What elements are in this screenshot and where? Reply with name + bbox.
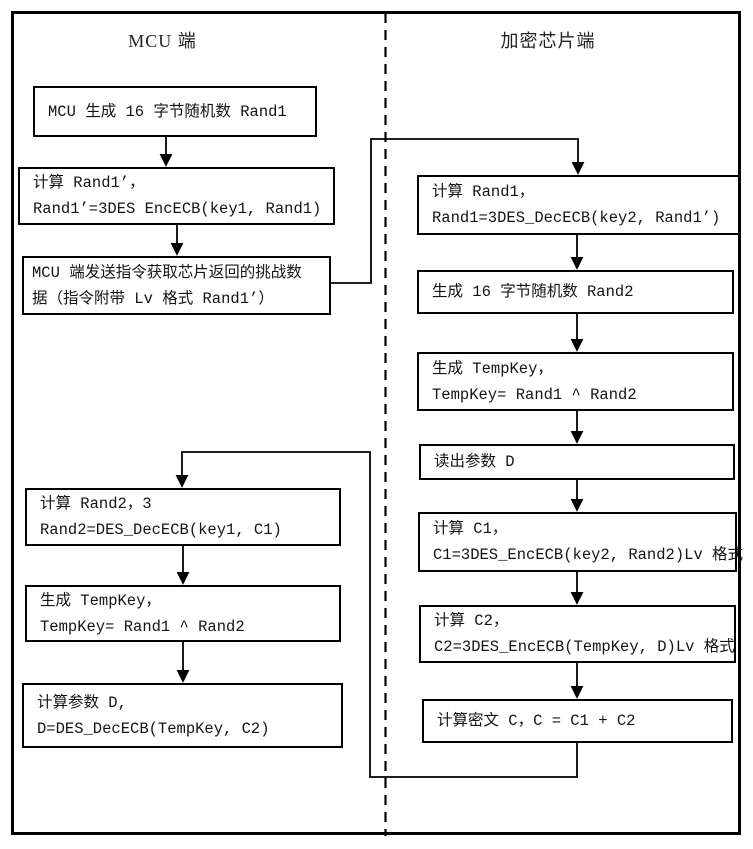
- box-text-line: 计算 Rand2，3: [40, 495, 152, 513]
- flow-box-chip-read-param-d: 读出参数 D: [419, 444, 735, 480]
- flow-box-mcu-generate-tempkey: 生成 TempKey， TempKey= Rand1 ^ Rand2: [25, 585, 341, 642]
- box-text-line: C1=3DES_EncECB(key2, Rand2)Lv 格式: [433, 546, 744, 564]
- box-text-line: 生成 TempKey，: [432, 359, 553, 378]
- box-text-line: Rand2=DES_DecECB(key1, C1): [40, 521, 282, 539]
- box-text-line: Rand1’=3DES EncECB(key1, Rand1): [33, 200, 322, 218]
- flow-box-chip-compute-c2: 计算 C2， C2=3DES_EncECB(TempKey, D)Lv 格式: [419, 605, 736, 663]
- flow-box-chip-generate-rand2: 生成 16 字节随机数 Rand2: [417, 270, 734, 314]
- box-text-line: TempKey= Rand1 ^ Rand2: [432, 385, 637, 404]
- flow-box-chip-generate-tempkey: 生成 TempKey， TempKey= Rand1 ^ Rand2: [417, 352, 734, 411]
- flow-box-chip-compute-ciphertext-c: 计算密文 C，C = C1 + C2: [422, 699, 733, 743]
- box-text-line: Rand1=3DES_DecECB(key2, Rand1’): [432, 209, 721, 227]
- lane-title-chip: 加密芯片端: [500, 31, 596, 51]
- box-text-line: 生成 TempKey，: [40, 591, 161, 610]
- flow-box-mcu-compute-rand2: 计算 Rand2，3 Rand2=DES_DecECB(key1, C1): [25, 488, 341, 546]
- box-text-line: TempKey= Rand1 ^ Rand2: [40, 617, 245, 636]
- box-text-line: 计算 C2，: [434, 612, 509, 630]
- box-text-line: 计算密文 C，C = C1 + C2: [437, 712, 636, 730]
- box-text-line: 生成 16 字节随机数 Rand2: [432, 283, 634, 301]
- box-text-line: 读出参数 D: [434, 453, 515, 471]
- lane-title-mcu: MCU 端: [128, 31, 197, 51]
- flow-box-chip-compute-rand1: 计算 Rand1， Rand1=3DES_DecECB(key2, Rand1’…: [417, 175, 740, 235]
- flow-box-mcu-compute-param-d: 计算参数 D, D=DES_DecECB(TempKey, C2): [22, 683, 343, 748]
- flow-box-mcu-compute-rand1-prime: 计算 Rand1’， Rand1’=3DES EncECB(key1, Rand…: [18, 167, 335, 225]
- diagram-outer-border: [11, 11, 741, 835]
- box-text-line: D=DES_DecECB(TempKey, C2): [37, 719, 270, 738]
- flow-box-mcu-send-challenge-command: MCU 端发送指令获取芯片返回的挑战数 据（指令附带 Lv 格式 Rand1’）: [22, 256, 331, 315]
- flow-box-mcu-generate-rand1: MCU 生成 16 字节随机数 Rand1: [33, 86, 317, 137]
- flow-box-chip-compute-c1: 计算 C1， C1=3DES_EncECB(key2, Rand2)Lv 格式: [418, 512, 744, 572]
- box-text-line: 计算 C1，: [433, 520, 508, 538]
- box-text-line: C2=3DES_EncECB(TempKey, D)Lv 格式: [434, 638, 735, 656]
- box-text-line: MCU 生成 16 字节随机数 Rand1: [48, 102, 287, 121]
- box-text-line: 计算 Rand1，: [432, 183, 535, 201]
- box-text-line: 计算 Rand1’，: [33, 174, 145, 192]
- box-text-line: 计算参数 D,: [37, 693, 127, 712]
- box-text-line: MCU 端发送指令获取芯片返回的挑战数: [32, 263, 302, 282]
- box-text-line: 据（指令附带 Lv 格式 Rand1’）: [32, 289, 274, 308]
